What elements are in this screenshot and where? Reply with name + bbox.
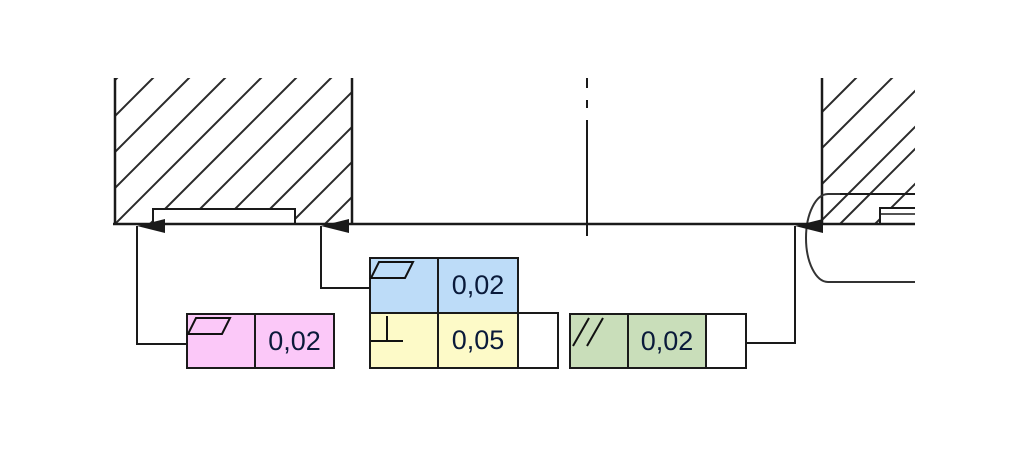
parallelism-frame: 0,02	[569, 313, 747, 369]
leader-right	[745, 219, 823, 344]
flatness-icon	[369, 257, 439, 314]
flatness-frame-left: 0,02	[186, 313, 335, 369]
datum-cell	[517, 312, 559, 369]
step-edge	[879, 207, 915, 224]
recess-groove	[152, 208, 296, 225]
tolerance-value: 0,05	[437, 312, 519, 369]
detail-circle-slot	[805, 193, 915, 283]
right-hatched-section	[805, 78, 916, 283]
tolerance-value: 0,02	[437, 257, 519, 314]
datum-cell	[705, 313, 747, 369]
perpendicularity-icon	[369, 312, 439, 369]
leader-left	[136, 219, 186, 345]
parallelism-icon	[569, 313, 629, 369]
flatness-icon	[186, 313, 256, 369]
leader-middle	[320, 219, 369, 289]
tolerance-value: 0,02	[254, 313, 335, 369]
perpendicularity-frame: 0,05	[369, 312, 559, 369]
tolerance-value: 0,02	[627, 313, 707, 369]
left-hatched-section	[113, 78, 354, 225]
flatness-frame-middle: 0,02	[369, 257, 519, 314]
